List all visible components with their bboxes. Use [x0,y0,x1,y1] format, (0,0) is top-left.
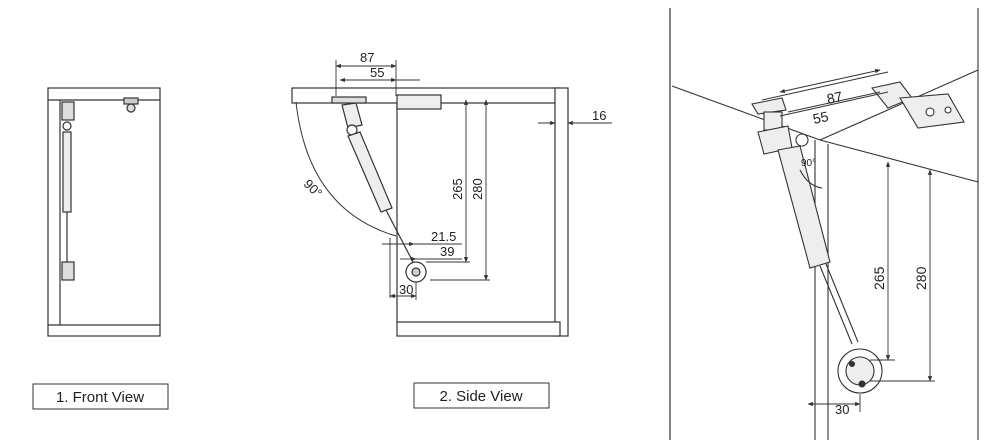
side-mount-plate [331,96,367,104]
persp-dim-55: 55 [811,108,830,127]
persp-dim-87: 87 [825,88,844,107]
persp-gas-strut [751,97,883,394]
persp-angle-label: 90° [801,158,816,169]
persp-dim-280: 280 [913,266,929,290]
side-dim-30: 30 [399,282,413,297]
side-view-caption-box [413,382,550,409]
front-hinge [123,97,139,105]
side-dim-265: 265 [450,178,465,200]
side-hinge-block [396,94,442,110]
side-gas-strut [341,102,427,283]
front-view-caption-box [32,383,169,410]
persp-ceiling-left [671,85,821,141]
persp-dimensions [761,68,935,412]
side-dimension-labels: 87 55 16 265 280 21.5 39 30 90° [301,50,607,297]
front-gas-strut [61,101,75,281]
persp-hinge [871,81,965,129]
side-bottom-panel [396,321,561,337]
side-dim-39: 39 [440,244,454,259]
persp-angle-arc [799,169,823,189]
side-dim-16: 16 [592,108,606,123]
perspective-view [671,8,979,440]
persp-dim-30: 30 [835,402,849,417]
side-view [291,87,569,337]
side-dimensions [335,60,612,300]
side-dim-280: 280 [470,178,485,200]
side-dim-21-5: 21.5 [431,229,456,244]
side-dim-87: 87 [360,50,374,65]
persp-dim-265: 265 [871,266,887,290]
persp-dimension-labels: 87 55 265 280 30 90° [801,88,929,417]
side-dim-55: 55 [370,65,384,80]
side-angle-arc [295,101,397,237]
side-view-caption: 2. Side View [439,388,522,405]
persp-ceiling-right [819,69,979,141]
side-right-panel [554,87,569,337]
persp-ceiling-front [819,139,979,183]
front-view [47,87,161,337]
side-angle-label: 90° [301,176,326,201]
front-view-caption: 1. Front View [56,389,144,406]
